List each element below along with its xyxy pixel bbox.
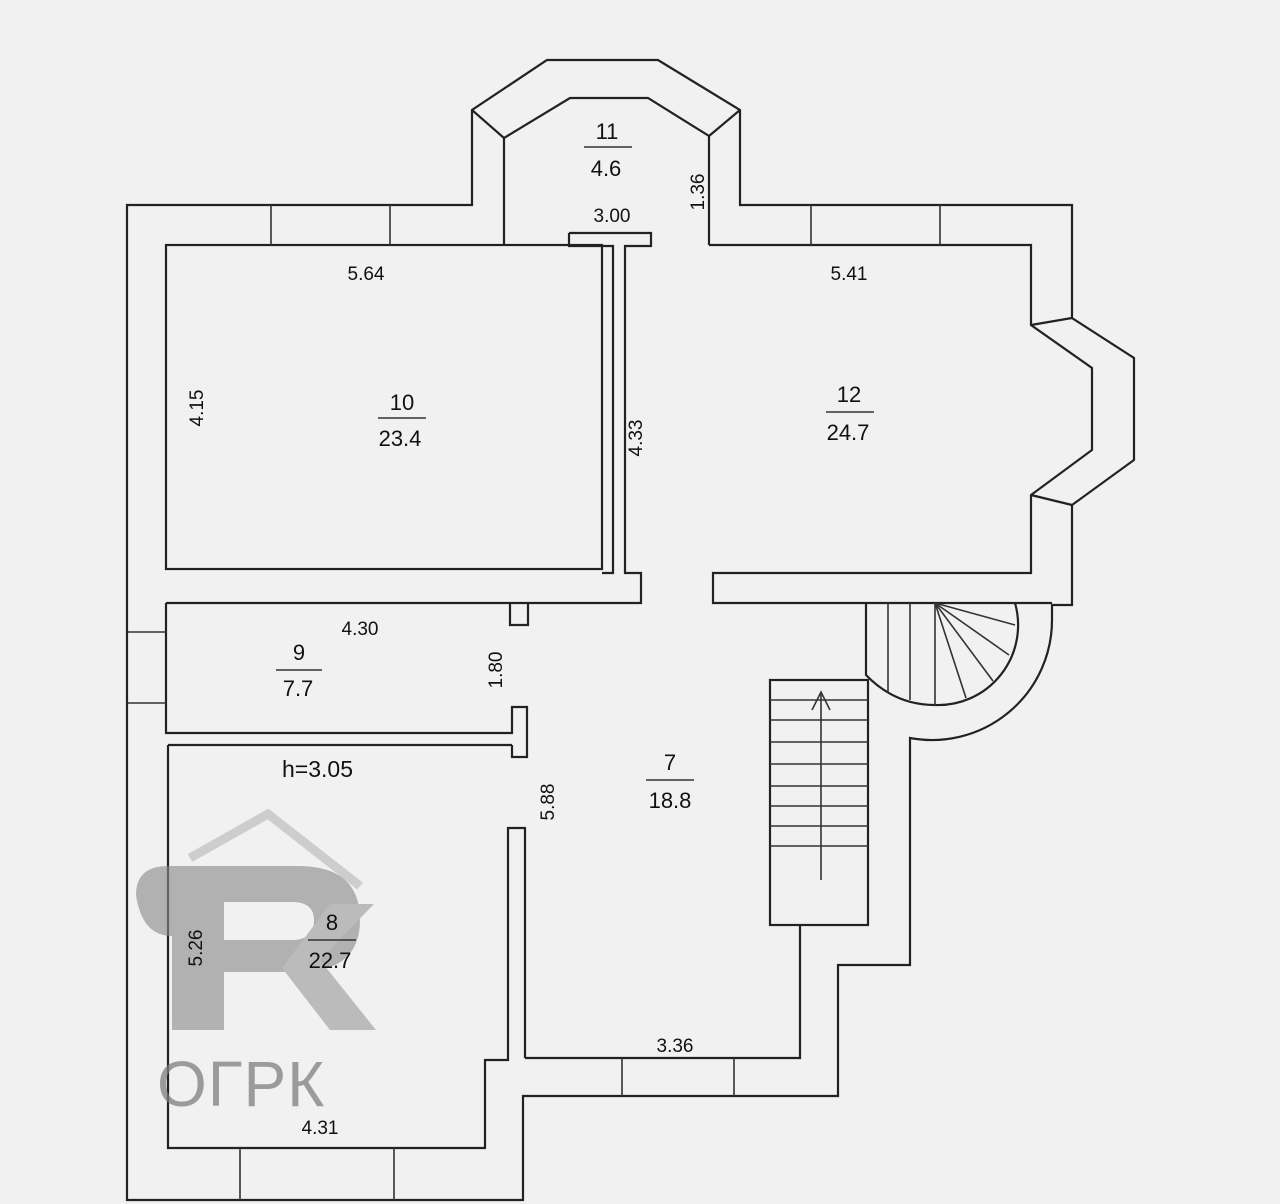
- dim-room8-width: 4.31: [302, 1118, 339, 1139]
- dimensions: 5.64 4.15 4.33 3.00 1.36 5.41 4.30 1.80 …: [186, 174, 867, 1139]
- room-10-label: 10 23.4: [378, 390, 426, 451]
- walls: [125, 58, 1136, 1202]
- dim-room7-width: 3.36: [657, 1036, 694, 1057]
- room-9-wall: [164, 603, 529, 759]
- dim-room10-height: 4.15: [187, 390, 208, 427]
- room-9-label: 9 7.7: [276, 640, 322, 701]
- room-number: 7: [664, 750, 676, 775]
- room-area: 24.7: [827, 420, 870, 445]
- room-number: 10: [390, 390, 414, 415]
- dim-room11-depth: 1.36: [688, 174, 709, 211]
- dim-room11-opening: 3.00: [594, 206, 631, 227]
- dim-room9-width: 4.30: [342, 619, 379, 640]
- dim-room9-height: 1.80: [486, 652, 507, 689]
- room-area: 22.7: [309, 948, 352, 973]
- room-area: 23.4: [379, 426, 422, 451]
- ogrk-logo: [136, 808, 376, 1030]
- room-number: 12: [837, 382, 861, 407]
- room-11-label: 11 4.6: [584, 119, 632, 181]
- room-area: 18.8: [649, 788, 692, 813]
- bay-inner-wall: [502, 96, 711, 245]
- room-7-wall: [525, 925, 802, 1060]
- straight-stair: [768, 678, 870, 927]
- dim-room10-width: 5.64: [348, 264, 385, 285]
- room-12-wall: [709, 243, 1094, 605]
- dim-corridor-wall: 4.33: [626, 420, 647, 457]
- dim-room12-width: 5.41: [831, 264, 868, 285]
- room-number: 11: [596, 119, 619, 144]
- watermark-text: ОГРК: [157, 1048, 325, 1120]
- room-8-label: 8 22.7: [308, 910, 356, 973]
- spiral-stair: [864, 602, 1020, 707]
- room-7-label: 7 18.8: [646, 750, 694, 813]
- room-10-wall: [164, 243, 604, 571]
- room-number: 8: [326, 910, 338, 935]
- central-partition: [166, 231, 653, 605]
- outer-wall: [125, 58, 1136, 1202]
- dim-room7-height: 5.88: [538, 784, 559, 821]
- dim-room8-height: 5.26: [186, 930, 207, 967]
- room-number: 9: [293, 640, 305, 665]
- room-area: 7.7: [283, 676, 314, 701]
- room-area: 4.6: [591, 156, 622, 181]
- ceiling-height: h=3.05: [282, 756, 353, 782]
- room-8-wall: [166, 743, 527, 1150]
- room-12-label: 12 24.7: [826, 382, 874, 445]
